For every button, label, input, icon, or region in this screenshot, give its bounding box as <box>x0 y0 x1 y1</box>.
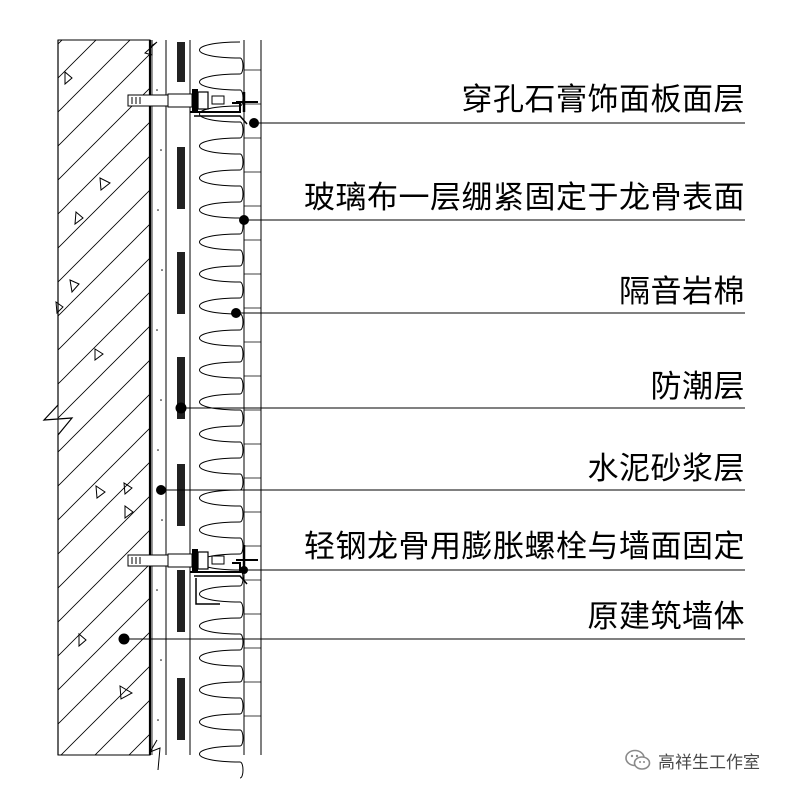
label-moisture-layer: 防潮层 <box>650 369 745 405</box>
leader-gypsum-panel <box>249 118 745 128</box>
gypsum-panel-face <box>243 40 262 755</box>
keel-block <box>177 42 185 82</box>
original-wall-body <box>42 39 151 756</box>
watermark: 高祥生工作室 <box>624 747 760 773</box>
rock-wool-fill <box>199 41 244 779</box>
leader-cement-mortar <box>156 485 745 495</box>
label-original-wall: 原建筑墙体 <box>587 599 745 635</box>
keel-block <box>177 570 185 632</box>
leader-original-wall <box>118 633 745 645</box>
keel-block <box>177 252 185 314</box>
label-glass-cloth: 玻璃布一层绷紧固定于龙骨表面 <box>304 180 745 216</box>
watermark-text: 高祥生工作室 <box>658 752 760 773</box>
label-steel-keel: 轻钢龙骨用膨胀螺栓与墙面固定 <box>304 529 745 565</box>
label-rock-wool: 隔音岩棉 <box>619 274 745 310</box>
leader-glass-cloth <box>239 215 745 225</box>
keel-block <box>177 678 185 740</box>
leader-rock-wool <box>231 308 745 318</box>
label-gypsum-panel: 穿孔石膏饰面板面层 <box>461 82 745 118</box>
leader-moisture-layer <box>175 402 745 414</box>
steel-keel-channel <box>177 40 191 755</box>
keel-block <box>177 464 185 526</box>
cement-mortar-layer <box>151 40 167 755</box>
label-cement-mortar: 水泥砂浆层 <box>587 451 745 487</box>
expansion-bolt-upper <box>127 89 258 125</box>
keel-block <box>177 357 185 419</box>
leader-steel-keel <box>240 566 745 574</box>
keel-block <box>177 147 185 209</box>
wechat-icon <box>625 749 651 770</box>
